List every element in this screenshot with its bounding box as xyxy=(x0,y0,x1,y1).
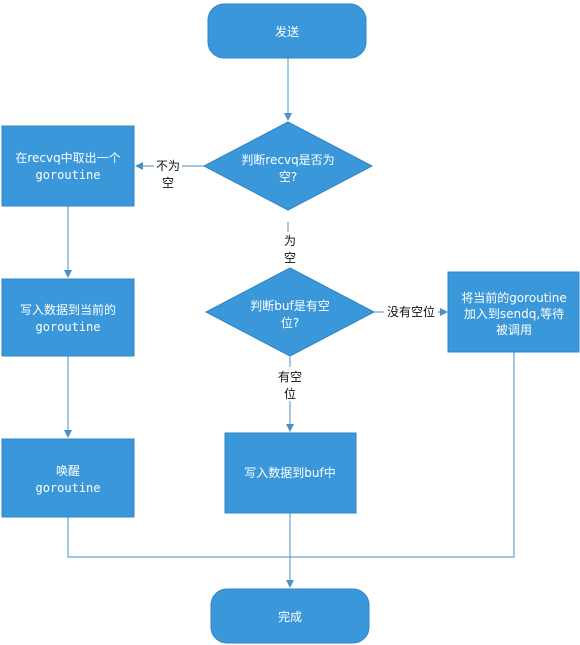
node-recvq-check-line2: 空? xyxy=(279,170,297,184)
node-buf-check: 判断buf是有空 位? xyxy=(204,267,376,357)
edge-enqueue-sendq-to-end xyxy=(290,352,515,558)
node-end: 完成 xyxy=(210,588,370,644)
node-write-current-line1: 写入数据到当前的 xyxy=(20,302,116,317)
node-wake-shape xyxy=(1,438,135,518)
edge-label-has-space-line2: 位 xyxy=(284,386,296,401)
node-write-buf-line1: 写入数据到buf中 xyxy=(244,465,335,480)
node-buf-check-line1: 判断buf是有空 xyxy=(250,298,329,313)
edge-label-no-space: 没有空位 xyxy=(384,304,438,320)
node-enqueue-sendq-line3: 被调用 xyxy=(496,323,532,337)
node-take-recvq-line2: goroutine xyxy=(35,168,100,182)
edge-label-has-space-bg xyxy=(274,367,306,401)
node-buf-check-shape xyxy=(204,267,376,357)
node-enqueue-sendq-line2: 加入到sendq,等待 xyxy=(464,307,564,321)
node-take-recvq-shape xyxy=(1,125,135,207)
node-wake-line2: goroutine xyxy=(35,481,100,495)
node-wake: 唤醒 goroutine xyxy=(1,438,135,518)
edge-label-no-space-bg xyxy=(384,304,438,320)
edge-label-has-space-line1: 有空 xyxy=(278,370,302,384)
edge-labels: 不为 空 为 空 有空 位 没有空位 xyxy=(154,157,438,401)
node-start-shape xyxy=(207,3,367,59)
node-enqueue-sendq-line1: 将当前的goroutine xyxy=(461,290,567,305)
node-recvq-check: 判断recvq是否为 空? xyxy=(202,121,374,211)
node-take-recvq: 在recvq中取出一个 goroutine xyxy=(1,125,135,207)
node-write-current-shape xyxy=(1,278,135,357)
edge-label-empty: 为 空 xyxy=(280,232,298,266)
edge-label-empty-line2: 空 xyxy=(284,251,296,265)
node-write-current-line2: goroutine xyxy=(35,320,100,334)
edge-label-not-empty-line1: 不为 xyxy=(156,159,180,173)
edge-label-not-empty-bg xyxy=(154,157,182,191)
node-wake-line1: 唤醒 xyxy=(56,464,80,478)
edge-label-empty-bg xyxy=(280,232,298,266)
edge-label-not-empty-line2: 空 xyxy=(162,176,174,190)
node-enqueue-sendq: 将当前的goroutine 加入到sendq,等待 被调用 xyxy=(447,271,580,353)
edge-label-not-empty: 不为 空 xyxy=(154,157,182,191)
edge-label-has-space: 有空 位 xyxy=(274,367,306,401)
node-recvq-check-shape xyxy=(202,121,374,211)
node-recvq-check-line1: 判断recvq是否为 xyxy=(241,152,334,167)
node-take-recvq-line1: 在recvq中取出一个 xyxy=(15,150,120,165)
node-write-current: 写入数据到当前的 goroutine xyxy=(1,278,135,357)
node-write-buf: 写入数据到buf中 xyxy=(224,432,357,514)
node-write-buf-shape xyxy=(224,432,357,514)
node-enqueue-sendq-shape xyxy=(447,271,580,353)
nodes: 发送 判断recvq是否为 空? 在recvq中取出一个 goroutine 写… xyxy=(1,3,580,644)
edge-label-empty-line1: 为 xyxy=(284,234,296,248)
node-end-shape xyxy=(210,588,370,644)
node-end-line1: 完成 xyxy=(278,609,302,624)
node-start-line1: 发送 xyxy=(275,24,299,39)
edge-wake-to-end xyxy=(67,517,290,558)
node-start: 发送 xyxy=(207,3,367,59)
node-buf-check-line2: 位? xyxy=(281,315,299,330)
edge-label-no-space-line1: 没有空位 xyxy=(387,304,435,319)
